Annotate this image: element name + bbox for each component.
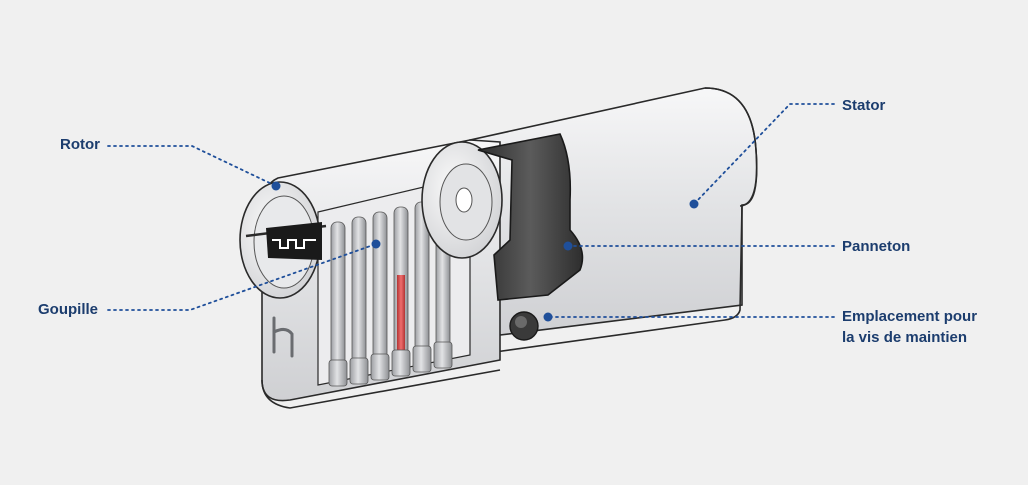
- stator-leader: [693, 103, 835, 205]
- emplacement-label: Emplacement pour la vis de maintien: [842, 306, 977, 348]
- emplacement-label-line-1: Emplacement pour: [842, 308, 978, 325]
- cam: [477, 133, 584, 301]
- emplacement-dot: [543, 312, 553, 322]
- emplacement-label-line-2: la vis de maintien: [842, 329, 968, 346]
- pin-1: [328, 221, 348, 387]
- rotor-dot: [271, 181, 281, 191]
- manufacturer-logo: [272, 316, 294, 358]
- leader-dots: [271, 181, 699, 322]
- panneton-label: Panneton: [842, 238, 911, 255]
- stator-dot: [689, 199, 699, 209]
- goupille-label: Goupille: [38, 301, 98, 318]
- stator-label: Stator: [842, 97, 886, 114]
- pin-2: [349, 216, 369, 385]
- panneton-dot: [563, 241, 573, 251]
- rotor-label: Rotor: [60, 136, 100, 153]
- screw-hole: [509, 311, 539, 341]
- inner-rotor-face: [421, 141, 503, 259]
- pin-4-highlighted: [391, 206, 411, 377]
- pin-stack: [328, 197, 453, 387]
- rotor-leader: [107, 145, 277, 187]
- pin-3: [370, 211, 390, 381]
- rotor-face: [239, 181, 327, 299]
- leader-lines: [107, 103, 835, 318]
- goupille-dot: [371, 239, 381, 249]
